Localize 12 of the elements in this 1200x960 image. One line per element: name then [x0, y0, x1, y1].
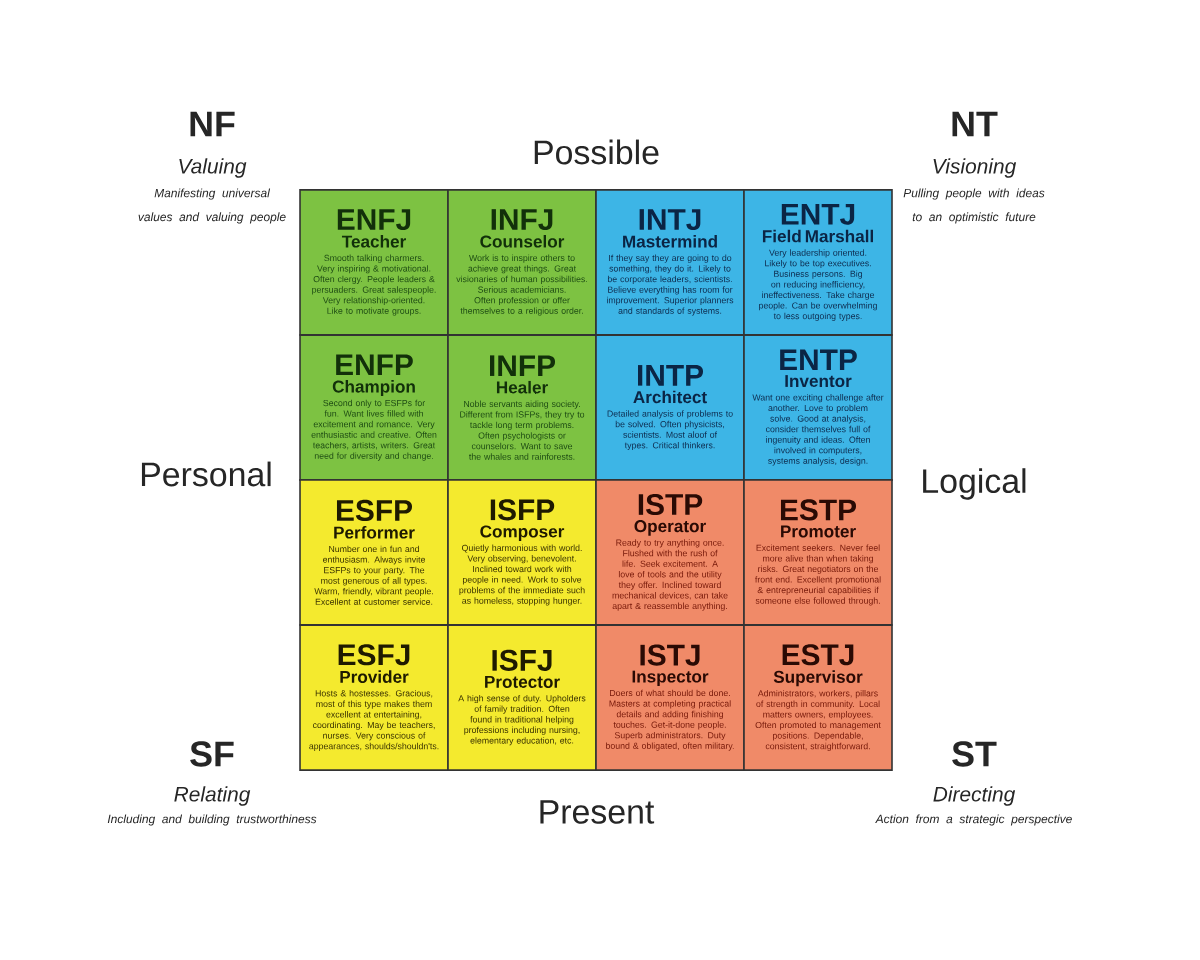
corner-subtitle: Directing [933, 786, 1016, 806]
axis-label: Personal [141, 461, 271, 487]
corner-heading: SF [190, 741, 234, 767]
axis-label: Possible [534, 139, 659, 165]
corner-heading: NF [190, 111, 235, 137]
corner-subtitle: Valuing [179, 158, 247, 178]
corner-subtitle: Visioning [933, 158, 1017, 178]
axis-label: Logical [923, 468, 1026, 500]
corner-subtitle: Relating [174, 786, 251, 806]
corner-heading: ST [952, 741, 997, 767]
axis-label: Present [540, 800, 655, 824]
corner-heading: NT [952, 111, 998, 137]
